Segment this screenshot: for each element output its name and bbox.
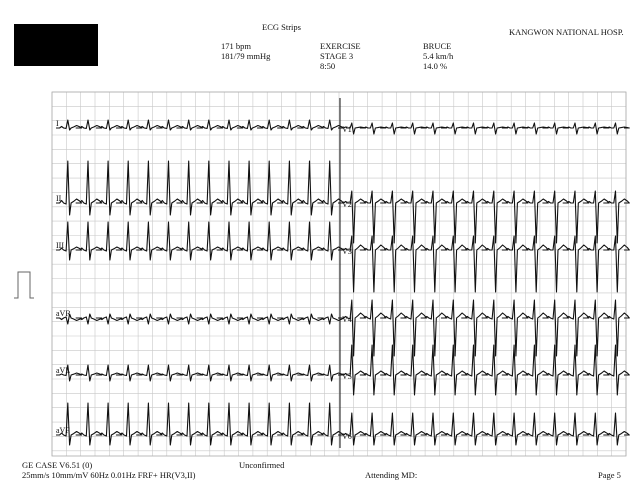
ecg-trace-V3 xyxy=(340,235,630,293)
attending-md: Attending MD: xyxy=(365,470,418,480)
lead-label-III: III xyxy=(56,241,64,250)
ecg-trace-II xyxy=(56,160,345,216)
lead-label-V2: V2 xyxy=(342,200,352,209)
elapsed-time: 8:50 xyxy=(320,61,336,71)
lead-label-V6: V6 xyxy=(342,432,352,441)
lead-label-II: II xyxy=(56,194,62,203)
report-title: ECG Strips xyxy=(262,22,301,32)
ecg-trace-I xyxy=(56,119,345,131)
redacted-patient-block xyxy=(14,24,98,66)
exercise-stage: STAGE 3 xyxy=(320,51,354,61)
lead-label-V3: V3 xyxy=(342,247,352,256)
protocol-name: BRUCE xyxy=(423,41,452,51)
ecg-trace-V2 xyxy=(340,190,630,244)
confirmation-status: Unconfirmed xyxy=(239,460,285,470)
ecg-traces xyxy=(56,98,630,448)
lead-label-V5: V5 xyxy=(342,372,352,381)
grid-border xyxy=(51,91,627,457)
treadmill-grade: 14.0 % xyxy=(423,61,448,71)
lead-label-V1: V1 xyxy=(342,125,352,134)
exercise-mode: EXERCISE xyxy=(320,41,361,51)
ecg-trace-aVR xyxy=(56,313,345,325)
ecg-trace-V4 xyxy=(340,299,630,357)
ecg-trace-V1 xyxy=(340,122,630,135)
ecg-trace-V5 xyxy=(340,344,630,396)
device-version: GE CASE V6.51 (0) xyxy=(22,460,93,470)
ecg-trace-aVL xyxy=(56,364,345,382)
ecg-grid xyxy=(51,91,627,457)
calibration-pulse xyxy=(14,271,34,299)
hospital-name: KANGWON NATIONAL HOSP. xyxy=(509,27,624,37)
ecg-trace-aVF xyxy=(56,402,345,446)
lead-label-I: I xyxy=(56,119,59,128)
ecg-trace-III xyxy=(56,221,345,261)
lead-label-aVR: aVR xyxy=(56,309,71,318)
ecg-trace-V6 xyxy=(340,412,630,446)
treadmill-speed: 5.4 km/h xyxy=(423,51,454,61)
page-number: Page 5 xyxy=(598,470,621,480)
lead-label-aVL: aVL xyxy=(56,366,70,375)
blood-pressure: 181/79 mmHg xyxy=(221,51,271,61)
heart-rate: 171 bpm xyxy=(221,41,251,51)
recording-settings: 25mm/s 10mm/mV 60Hz 0.01Hz FRF+ HR(V3,II… xyxy=(22,470,196,480)
lead-label-V4: V4 xyxy=(342,315,352,324)
lead-label-aVF: aVF xyxy=(56,426,70,435)
